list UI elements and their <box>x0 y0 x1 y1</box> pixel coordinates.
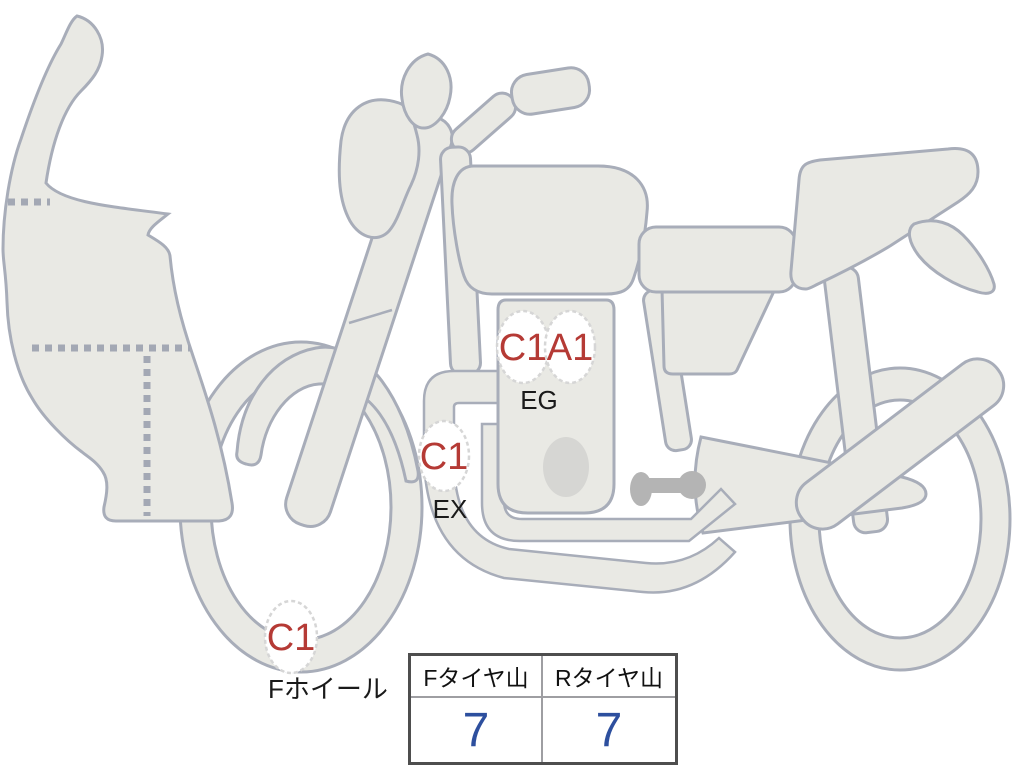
marker-exhaust-c1-code: C1 <box>420 436 469 478</box>
rear-shock <box>794 357 1006 531</box>
engine-label: EG <box>520 385 558 415</box>
kick-pedal <box>630 471 706 506</box>
marker-front-wheel-c1-code: C1 <box>267 617 316 659</box>
marker-exhaust-c1[interactable]: C1 <box>417 419 471 493</box>
fork-clamp-line <box>348 308 393 325</box>
marker-front-wheel-c1[interactable]: C1 <box>263 599 319 675</box>
marker-engine-a1[interactable]: A1 <box>543 309 597 385</box>
rear-fender <box>907 219 996 295</box>
rear-tire-tread-header: Rタイヤ山 <box>543 656 675 698</box>
tire-tread-table: Fタイヤ山 Rタイヤ山 7 7 <box>408 653 678 765</box>
mirror <box>399 52 453 130</box>
seat <box>637 225 798 294</box>
tail-cowl <box>789 147 980 291</box>
marker-engine-c1[interactable]: C1 <box>495 309 551 385</box>
fuel-tank <box>450 164 649 296</box>
headlight <box>337 98 421 240</box>
rear-tire-tread-value: 7 <box>595 703 623 757</box>
handlebar-grip <box>509 66 592 116</box>
front-body-panel <box>1 14 234 523</box>
side-cover <box>660 287 778 376</box>
front-tire-tread-value: 7 <box>411 698 543 762</box>
front-tire-tread-header: Fタイヤ山 <box>411 656 543 698</box>
marker-engine-a1-code: A1 <box>547 327 593 369</box>
frame-cradle <box>480 422 737 543</box>
marker-engine-c1-code: C1 <box>499 327 548 369</box>
exhaust-label: EX <box>433 494 468 524</box>
front-wheel-label: Fホイール <box>268 674 388 704</box>
engine-case-circle <box>543 437 589 497</box>
handlebar <box>449 66 592 155</box>
